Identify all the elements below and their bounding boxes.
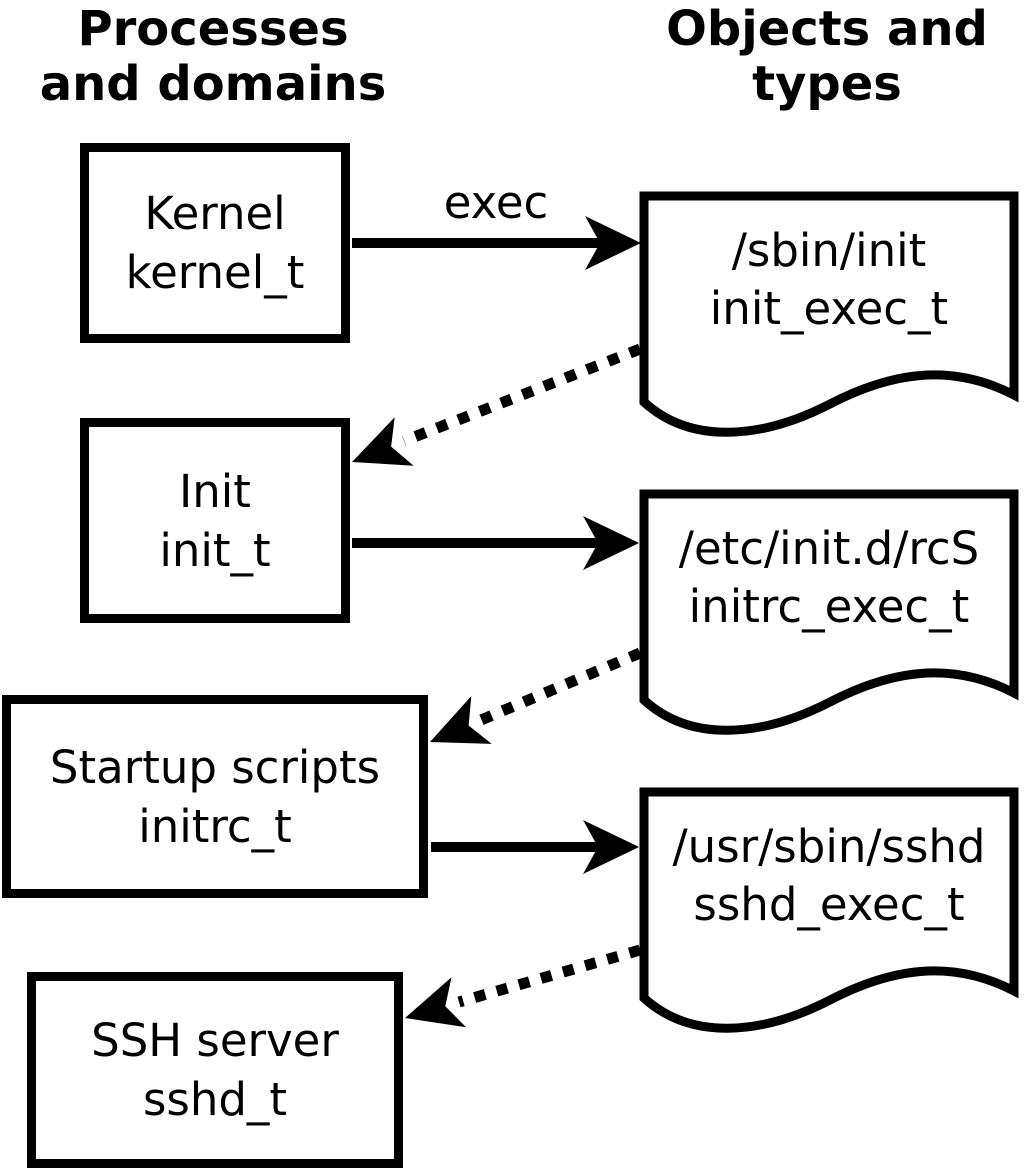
object-file-type: init_exec_t [709,282,949,335]
process-name: Init [179,464,251,518]
column-header-processes: Processes and domains [0,2,426,112]
transition-arrow-initfile-to-init-domain [352,343,642,466]
column-header-objects-line1: Objects and [666,1,988,57]
document-shape-sbin-init [639,191,1019,437]
object-path: /usr/sbin/sshd [672,820,986,873]
process-name: Kernel [144,187,286,240]
process-box-startup-scripts: Startup scripts initrc_t [2,695,428,898]
object-path: /etc/init.d/rcS [678,522,980,575]
document-shape-etc-initd-rcs [639,489,1019,735]
object-file-type: sshd_exec_t [693,878,965,931]
object-label-etc-initd-rcs: /etc/init.d/rcS initrc_exec_t [648,494,1010,662]
process-name: SSH server [91,1014,339,1067]
process-box-ssh-server: SSH server sshd_t [27,972,403,1168]
exec-arrow-label: exec [443,176,549,229]
column-header-processes-line2: and domains [39,56,387,112]
object-label-usr-sbin-sshd: /usr/sbin/sshd sshd_exec_t [648,792,1010,960]
process-box-kernel: Kernel kernel_t [80,143,350,343]
object-file-type: initrc_exec_t [688,580,970,633]
exec-arrow-startup-to-sshd-file [431,820,639,874]
process-domain-type: initrc_t [138,799,292,853]
process-domain-type: sshd_t [142,1073,288,1126]
exec-arrow-init-to-rcs-file [352,516,639,570]
transition-arrow-rcsfile-to-initrc-domain [430,647,643,744]
column-header-objects: Objects and types [630,2,1024,112]
exec-arrow-kernel-to-init-file [352,216,641,270]
process-domain-type: kernel_t [125,246,305,299]
process-domain-type: init_t [159,523,271,577]
object-label-sbin-init: /sbin/init init_exec_t [648,196,1010,364]
process-name: Startup scripts [49,740,381,794]
document-shape-usr-sbin-sshd [639,787,1019,1033]
object-path: /sbin/init [731,224,927,277]
transition-arrow-sshdfile-to-sshd-domain [405,944,642,1028]
process-box-init: Init init_t [80,418,350,623]
column-header-objects-line2: types [752,56,902,112]
column-header-processes-line1: Processes [77,1,349,57]
